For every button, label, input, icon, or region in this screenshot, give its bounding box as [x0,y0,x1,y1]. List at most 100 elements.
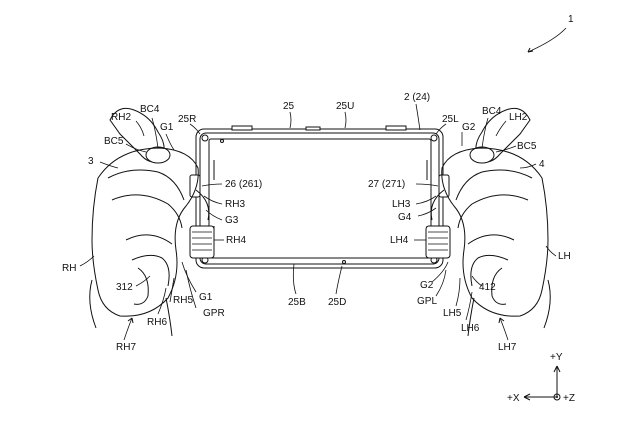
arrow-head [127,317,134,324]
corner-screw [430,134,438,142]
left-finger-line [491,267,507,305]
left-palm [441,147,549,317]
x-axis-arrow [523,393,531,401]
leader-gpl [435,269,447,297]
leader-lh5 [455,277,461,307]
leader-g4 [417,207,437,217]
label-rh5: RH5 [173,295,193,306]
left-wrist [467,297,475,337]
arrow-head [527,47,534,53]
device-body [189,125,451,269]
label-bc5-l: BC5 [517,141,537,152]
z-axis-dot [556,396,558,398]
label-bc4-r: BC4 [140,104,160,115]
leader-26 [201,183,223,187]
leader-25d [335,265,343,295]
right-finger-line [125,234,173,245]
label-lh: LH [558,251,571,262]
leader-rh5 [169,277,175,303]
label-bc5-r: BC5 [104,136,124,147]
z-axis-circle [553,393,561,401]
right-finger-line [107,169,185,201]
label-g2-top: G2 [462,122,476,133]
leader-25l [435,123,447,135]
leader-g2-b [431,261,449,283]
leader-gpr [185,269,197,309]
front-sensor [220,139,224,143]
coordinate-axes: +Y +X +Z [507,352,575,404]
label-27: 27 (271) [368,179,405,190]
label-412: 412 [479,282,496,293]
label-rh6: RH6 [147,317,167,328]
leader-lh3 [415,195,437,205]
label-lh7: LH7 [498,342,517,353]
left-finger-line [457,194,529,229]
label-312: 312 [116,282,133,293]
right-wrist [89,279,97,329]
leader-3 [99,161,119,169]
leader-312 [135,275,151,287]
label-gpl: GPL [417,296,437,307]
label-3: 3 [88,156,94,167]
left-button-bc4 [469,146,495,164]
right-finger-line [131,254,170,287]
label-x-axis: +X [507,393,520,404]
leader-4 [519,163,537,169]
label-4: 4 [539,159,545,170]
right-finger-line [133,267,149,305]
reference-labels: RH2 BC4 G1 25R 25 25U 2 (24) 25L G2 BC4 … [62,92,571,353]
leader-lines [79,103,557,341]
right-grip-rh4 [189,225,215,259]
arrow-head [498,317,505,324]
label-z-axis: +Z [563,393,575,404]
right-button-bc4 [145,146,171,164]
label-25d: 25D [328,297,346,308]
leader-bc4-r [151,117,159,149]
leader-lh6 [465,291,473,321]
bottom-port [342,260,346,264]
label-lh3: LH3 [392,199,411,210]
label-25r: 25R [178,114,196,125]
left-arc-lh3 [430,189,445,221]
label-lh4: LH4 [390,235,409,246]
leader-25 [289,111,292,129]
grip-ridges [192,231,212,251]
leader-25r [189,123,201,135]
label-rh3: RH3 [225,199,245,210]
top-vent [305,126,321,131]
label-lh5: LH5 [443,308,462,319]
right-connector-26 [189,174,201,198]
leader-g1-b [181,261,197,293]
right-palm [91,147,199,317]
left-finger-line [455,169,533,201]
leader-2-24 [415,103,421,131]
leader-27 [415,183,439,187]
label-rh7: RH7 [116,342,136,353]
corner-screw [201,134,209,142]
figure-ref-1: 1 [527,14,574,53]
housing-inner [199,132,440,265]
leader-line [527,27,567,53]
leader-412 [471,275,483,287]
label-g3: G3 [225,215,239,226]
leader-rh6 [157,287,167,315]
leader-g3 [205,209,223,221]
leader-lh7 [499,317,509,341]
label-rh: RH [62,263,76,274]
leader-25u [344,111,347,129]
label-g1-b: G1 [199,292,213,303]
leader-bc5-l [495,145,517,153]
leader-g1-r [165,133,175,151]
label-25u: 25U [336,101,354,112]
label-lh6: LH6 [461,323,480,334]
label-26: 26 (261) [225,179,262,190]
top-button-right [231,125,253,131]
label-bc4-l: BC4 [482,106,502,117]
leader-rh7 [123,317,133,341]
leader-25b [292,263,297,295]
label-lh2: LH2 [509,112,528,123]
display-screen [208,138,432,259]
label-y-axis: +Y [550,352,563,363]
left-wrist [543,279,551,329]
